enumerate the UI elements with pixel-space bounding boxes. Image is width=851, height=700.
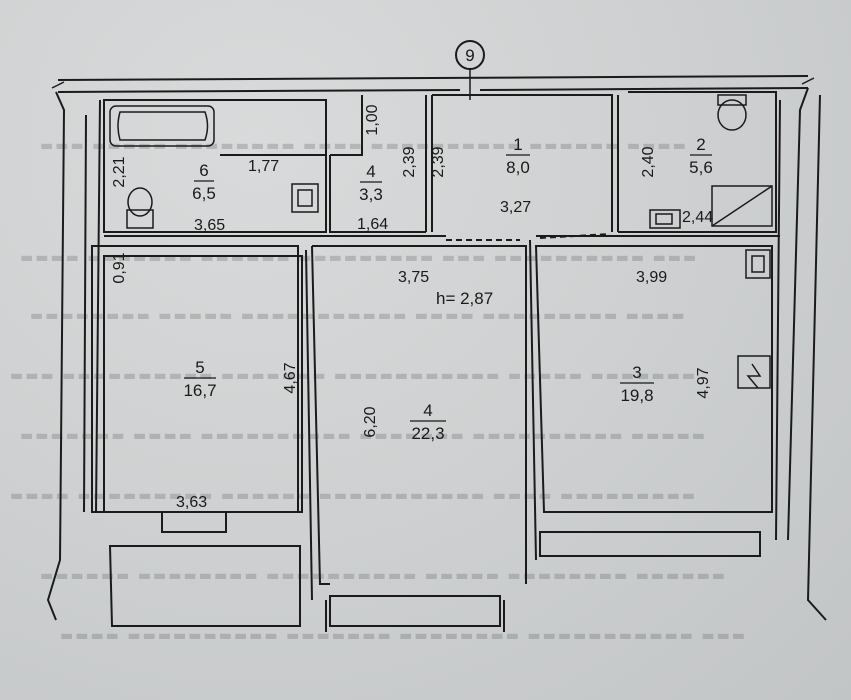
room-6-num: 6 [199, 161, 208, 180]
dim-room4-h: 6,20 [362, 406, 379, 437]
room-3-outline [534, 245, 773, 513]
dim-room4-w: 3,75 [398, 269, 429, 286]
axis-label: 9 [465, 46, 474, 65]
room-4-small-area: 3,3 [359, 185, 383, 204]
room-labels: 6 6,5 4 3,3 1 8,0 2 5,6 5 16,7 4 22,3 [183, 135, 712, 443]
outer-wall-top-inner [57, 87, 809, 93]
stove-icon [745, 249, 771, 279]
room-4-big-num: 4 [423, 401, 432, 420]
bathtub-icon [109, 105, 215, 147]
room-1-outline [432, 94, 613, 232]
svg-text:▬▬▬ ▬▬▬▬▬▬▬▬▬▬ ▬▬▬▬▬▬▬ ▬▬▬▬▬▬▬: ▬▬▬ ▬▬▬▬▬▬▬▬▬▬ ▬▬▬▬▬▬▬ ▬▬▬▬▬▬▬▬▬▬▬ ▬▬▬▬▬… [10, 368, 697, 384]
dim-hall-h: 2,39 [430, 146, 447, 177]
room-3-label: 3 19,8 [620, 363, 654, 405]
room-6-area: 6,5 [192, 184, 216, 203]
balcony-right [539, 531, 761, 557]
dim-closet-h-top: 1,00 [364, 104, 381, 135]
room-1-label: 1 8,0 [506, 135, 530, 177]
room-4-big-label: 4 22,3 [410, 401, 446, 443]
svg-text:▬▬▬▬ ▬▬▬▬▬▬▬▬▬ ▬▬▬▬▬▬ ▬▬▬▬▬▬▬▬: ▬▬▬▬ ▬▬▬▬▬▬▬▬▬ ▬▬▬▬▬▬ ▬▬▬▬▬▬▬▬▬▬▬ ▬▬▬▬ ▬… [10, 488, 697, 504]
room-4-big-area: 22,3 [411, 424, 444, 443]
dim-room3-w: 3,99 [636, 269, 667, 286]
room-3-num: 3 [632, 363, 641, 382]
background-text-ghost: ▬▬▬ ▬▬▬▬▬ ▬▬▬▬▬▬▬▬ ▬▬▬▬ ▬▬▬▬▬▬▬▬▬▬ ▬▬▬▬▬… [10, 138, 747, 644]
room-2-num: 2 [696, 135, 705, 154]
sink-icon [291, 183, 319, 213]
room-2-area: 5,6 [689, 158, 713, 177]
sink-icon-2 [649, 209, 681, 229]
room-4-small-outline [329, 155, 426, 233]
outer-wall-top [57, 75, 809, 81]
dimension-labels: 2,21 1,77 3,65 1,00 2,39 1,64 2,39 3,27 … [111, 104, 713, 511]
dim-bath-w-bottom: 3,65 [194, 217, 225, 234]
balcony-left [108, 545, 301, 627]
room-1-num: 1 [513, 135, 522, 154]
room-6-outline [103, 99, 327, 233]
dim-closet-w: 1,64 [357, 216, 388, 233]
outer-wall-left [46, 91, 66, 621]
dim-bath-w-top: 1,77 [248, 158, 279, 175]
electric-panel-icon [737, 355, 771, 389]
shower-icon [711, 185, 773, 227]
dim-wc-h: 2,40 [640, 146, 657, 177]
svg-text:▬▬▬▬▬▬▬▬ ▬▬▬▬▬ ▬▬▬▬▬▬▬▬▬▬▬ ▬▬▬: ▬▬▬▬▬▬▬▬ ▬▬▬▬▬ ▬▬▬▬▬▬▬▬▬▬▬ ▬▬▬▬ ▬▬▬▬▬▬▬▬… [30, 308, 687, 324]
room-5-num: 5 [195, 358, 204, 377]
dim-room5-w: 3,63 [176, 494, 207, 511]
room-3-area: 19,8 [620, 386, 653, 405]
dim-wc-w: 2,44 [682, 209, 713, 226]
room-4-big-outline [312, 245, 527, 584]
dim-bath-h: 2,21 [111, 156, 128, 187]
fixtures [109, 94, 773, 389]
axis-marker: 9 [455, 40, 485, 100]
room-5-label: 5 16,7 [183, 358, 216, 400]
toilet-icon-2 [717, 94, 747, 131]
room-4-small-label: 4 3,3 [359, 162, 383, 204]
svg-text:▬▬▬▬▬▬ ▬▬▬▬▬▬▬▬ ▬▬▬▬▬▬▬▬▬▬ ▬▬▬: ▬▬▬▬▬▬ ▬▬▬▬▬▬▬▬ ▬▬▬▬▬▬▬▬▬▬ ▬▬▬▬▬ ▬▬▬▬▬▬▬… [40, 568, 727, 584]
dim-room5-h: 4,67 [282, 362, 299, 393]
room-6-label: 6 6,5 [192, 161, 216, 203]
toilet-icon [126, 187, 154, 229]
outer-wall-right [787, 87, 809, 541]
svg-text:▬▬▬▬ ▬▬▬▬▬▬▬ ▬▬▬▬▬▬ ▬▬▬▬▬▬▬▬▬: ▬▬▬▬ ▬▬▬▬▬▬▬ ▬▬▬▬▬▬ ▬▬▬▬▬▬▬▬▬ ▬▬▬ ▬▬▬▬▬▬… [20, 250, 698, 266]
dim-closet-h: 2,39 [401, 146, 418, 177]
room-5-area: 16,7 [183, 381, 216, 400]
balcony-center [329, 595, 501, 627]
svg-text:▬▬▬▬ ▬▬▬▬▬▬▬▬▬▬ ▬▬▬▬▬▬▬ ▬▬▬▬▬▬: ▬▬▬▬ ▬▬▬▬▬▬▬▬▬▬ ▬▬▬▬▬▬▬ ▬▬▬▬▬▬▬▬ ▬▬▬▬▬▬▬… [60, 628, 747, 644]
ceiling-height: h= 2,87 [436, 289, 493, 308]
dim-room5-wall: 0,91 [111, 252, 128, 283]
dim-hall-w: 3,27 [500, 199, 531, 216]
room-1-area: 8,0 [506, 158, 530, 177]
dim-room3-h: 4,97 [695, 367, 712, 398]
room-4-small-num: 4 [366, 162, 375, 181]
room-2-outline [618, 91, 777, 233]
room-2-label: 2 5,6 [689, 135, 713, 177]
